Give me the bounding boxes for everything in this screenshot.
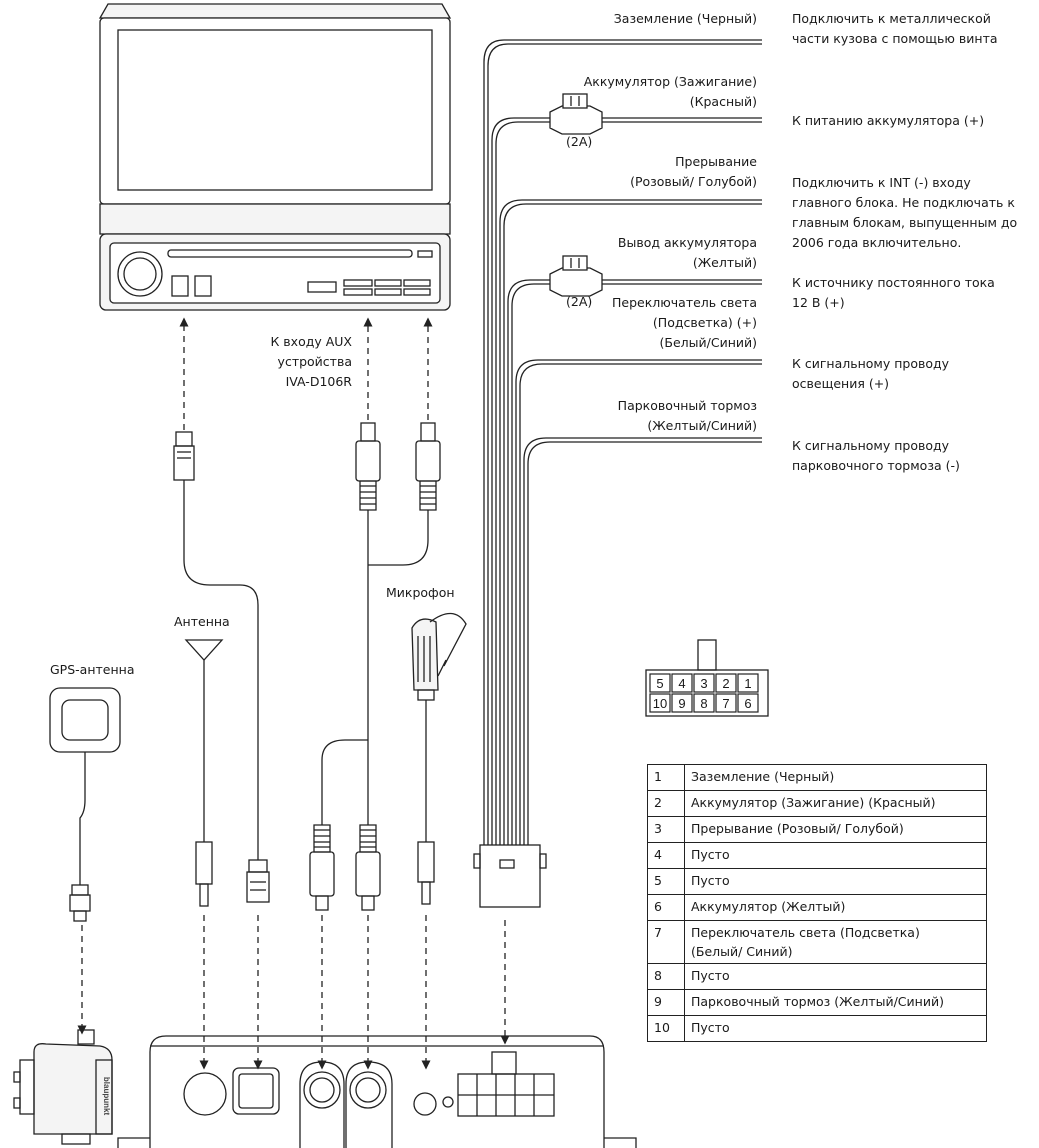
head-unit [98, 3, 452, 311]
pin-layout [645, 639, 769, 717]
interface-box [117, 1035, 637, 1148]
connector-pin-cell [671, 693, 693, 713]
connector-pin-number: 9 [678, 696, 685, 711]
connector-pin-cell [671, 673, 693, 693]
connector-pin-cell [715, 693, 737, 713]
fuse-label-1: (2A) [566, 134, 593, 149]
connector-pin-number: 7 [722, 696, 729, 711]
connector-pin-number: 10 [653, 696, 667, 711]
wire-harness [473, 39, 762, 908]
wire-note-ignition: К питанию аккумулятора (+) [792, 113, 985, 128]
connector-pin-number: 8 [700, 696, 707, 711]
connector-pin-cell [693, 693, 715, 713]
wire-label-parking-brake: Парковочный тормоз(Желтый/Синий) [617, 398, 757, 433]
gps-module [13, 1029, 113, 1145]
connector-pin-number: 3 [700, 676, 707, 691]
fuse-label-2: (2A) [566, 294, 593, 309]
connector-pin-number: 5 [656, 676, 663, 691]
wire-label-ignition: Аккумулятор (Зажигание)(Красный) [583, 74, 757, 109]
connector-pin-number: 4 [678, 676, 685, 691]
connector-pin-cell [737, 693, 759, 713]
connector-pin-cell [737, 673, 759, 693]
connector-pin-cell [693, 673, 715, 693]
connector-pin-cell [649, 673, 671, 693]
wire-label-battery: Вывод аккумулятора(Желтый) [617, 235, 757, 270]
connector-pin-number: 6 [744, 696, 751, 711]
connector-pin-number: 1 [744, 676, 751, 691]
wire-label-interrupt: Прерывание(Розовый/ Голубой) [630, 154, 757, 189]
connector-pin-cell [715, 673, 737, 693]
wire-label-illumination: Переключатель света(Подсветка) (+)(Белый… [612, 295, 757, 350]
wire-label-ground: Заземление (Черный) [613, 11, 757, 26]
antenna-label: Антенна [174, 614, 230, 629]
microphone-label: Микрофон [386, 585, 455, 600]
connector-pin-number: 2 [722, 676, 729, 691]
connector-pin-cell [649, 693, 671, 713]
gps-antenna-label: GPS-антенна [50, 662, 135, 677]
module-brand: blaupunkt [102, 1077, 111, 1116]
